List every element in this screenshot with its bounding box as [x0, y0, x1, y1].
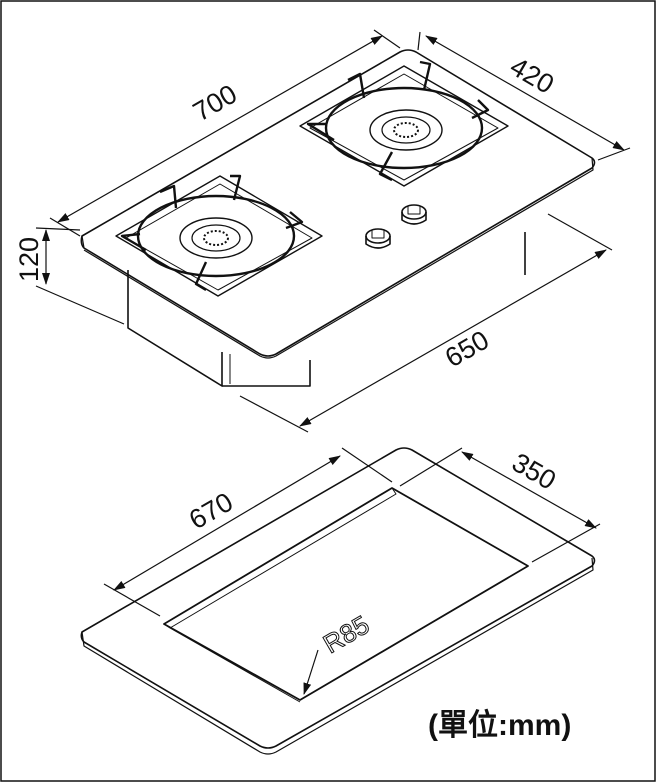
dim-line-700 [49, 29, 401, 237]
control-knobs [365, 204, 427, 249]
radius-callout [303, 649, 319, 695]
unit-label: (單位:mm) [428, 709, 572, 742]
dim-line-120 [35, 227, 125, 325]
burner-left [115, 174, 323, 297]
dim-line-420 [417, 31, 631, 161]
dim-label-700: 700 [188, 79, 242, 128]
dim-label-350: 350 [507, 447, 561, 496]
dim-line-650 [239, 213, 613, 433]
radius-label: R85 [318, 609, 374, 659]
burner-right [299, 60, 509, 187]
dim-line-670 [103, 447, 393, 617]
dim-line-350 [399, 447, 601, 563]
cooktop-plate-edge [81, 157, 594, 359]
dim-label-420: 420 [505, 51, 559, 100]
counter-slab-edge [81, 557, 594, 755]
cooktop-drawing [80, 49, 596, 387]
dim-label-120: 120 [14, 237, 44, 282]
dim-label-650: 650 [440, 325, 494, 374]
cooktop-top-plate [80, 49, 596, 357]
dim-label-670: 670 [184, 487, 238, 536]
